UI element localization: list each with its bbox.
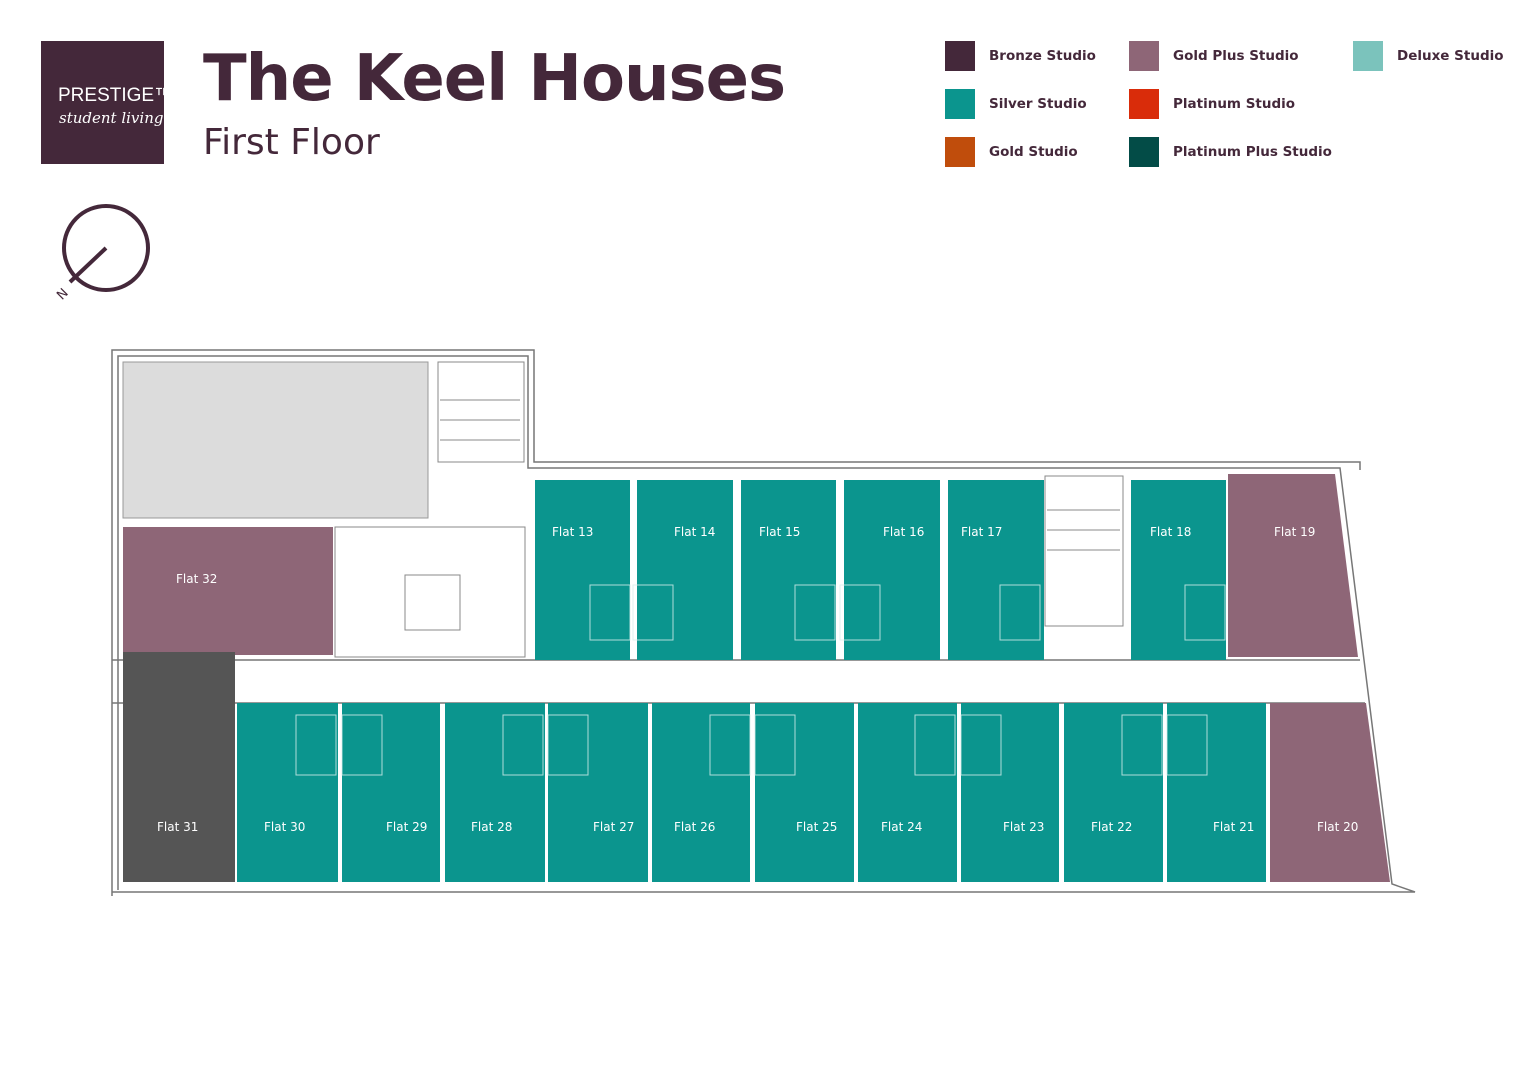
flat-30[interactable]: Flat 30	[237, 703, 338, 882]
legend-swatch	[1129, 89, 1159, 119]
logo-brand: PRESTIGE™	[58, 85, 174, 106]
flat-27[interactable]: Flat 27	[548, 703, 648, 882]
flat-13[interactable]: Flat 13	[535, 480, 630, 660]
legend-label: Gold Plus Studio	[1173, 48, 1299, 64]
flat-29[interactable]: Flat 29	[342, 703, 440, 882]
svg-text:Flat 32: Flat 32	[176, 572, 217, 586]
svg-text:N: N	[54, 286, 71, 303]
legend-bronze: Bronze Studio	[945, 41, 1096, 71]
svg-text:Flat 29: Flat 29	[386, 820, 427, 834]
flat-21[interactable]: Flat 21	[1167, 703, 1266, 882]
svg-text:Flat 27: Flat 27	[593, 820, 634, 834]
flat-16[interactable]: Flat 16	[844, 480, 940, 660]
legend-gold-plus: Gold Plus Studio	[1129, 41, 1299, 71]
legend-swatch	[945, 89, 975, 119]
flat-26[interactable]: Flat 26	[652, 703, 750, 882]
flat-14[interactable]: Flat 14	[637, 480, 733, 660]
floor-subtitle: First Floor	[203, 122, 380, 163]
legend-label: Silver Studio	[989, 96, 1087, 112]
stair-core	[334, 361, 1124, 658]
legend-swatch	[945, 41, 975, 71]
svg-text:Flat 14: Flat 14	[674, 525, 715, 539]
legend-label: Deluxe Studio	[1397, 48, 1504, 64]
svg-text:Flat 30: Flat 30	[264, 820, 305, 834]
prestige-logo: PRESTIGE™ student living	[41, 41, 173, 164]
svg-text:Flat 16: Flat 16	[883, 525, 924, 539]
flat-15[interactable]: Flat 15	[741, 480, 836, 660]
flat-28[interactable]: Flat 28	[445, 703, 545, 882]
svg-text:Flat 26: Flat 26	[674, 820, 715, 834]
page-title: The Keel Houses	[203, 42, 786, 116]
svg-text:Flat 22: Flat 22	[1091, 820, 1132, 834]
legend-swatch	[945, 137, 975, 167]
legend-label: Platinum Plus Studio	[1173, 144, 1332, 160]
logo-tagline: student living	[59, 109, 164, 127]
legend-label: Bronze Studio	[989, 48, 1096, 64]
flat-20[interactable]: Flat 20	[1270, 703, 1390, 882]
svg-text:Flat 13: Flat 13	[552, 525, 593, 539]
svg-text:Flat 24: Flat 24	[881, 820, 922, 834]
svg-text:Flat 28: Flat 28	[471, 820, 512, 834]
legend-swatch	[1129, 41, 1159, 71]
legend-deluxe: Deluxe Studio	[1353, 41, 1504, 71]
legend-swatch	[1353, 41, 1383, 71]
legend-label: Gold Studio	[989, 144, 1078, 160]
lift	[404, 574, 461, 631]
roof-terrace	[122, 361, 429, 519]
flat-17[interactable]: Flat 17	[948, 480, 1044, 660]
flat-18[interactable]: Flat 18	[1131, 480, 1226, 660]
flat-31[interactable]: Flat 31	[123, 652, 235, 882]
svg-text:Flat 31: Flat 31	[157, 820, 198, 834]
legend-gold: Gold Studio	[945, 137, 1078, 167]
flat-24[interactable]: Flat 24	[858, 703, 957, 882]
svg-text:Flat 25: Flat 25	[796, 820, 837, 834]
svg-text:Flat 19: Flat 19	[1274, 525, 1315, 539]
legend-swatch	[1129, 137, 1159, 167]
flat-25[interactable]: Flat 25	[755, 703, 854, 882]
legend-platinum: Platinum Studio	[1129, 89, 1295, 119]
flat-32[interactable]: Flat 32	[123, 527, 333, 655]
flat-22[interactable]: Flat 22	[1064, 703, 1163, 882]
legend-label: Platinum Studio	[1173, 96, 1296, 112]
legend-platinum-plus: Platinum Plus Studio	[1129, 137, 1332, 167]
svg-text:Flat 15: Flat 15	[759, 525, 800, 539]
flat-19[interactable]: Flat 19	[1228, 474, 1358, 657]
svg-text:Flat 23: Flat 23	[1003, 820, 1044, 834]
svg-text:Flat 17: Flat 17	[961, 525, 1002, 539]
svg-text:Flat 20: Flat 20	[1317, 820, 1358, 834]
legend-silver: Silver Studio	[945, 89, 1087, 119]
svg-text:Flat 18: Flat 18	[1150, 525, 1191, 539]
svg-text:Flat 21: Flat 21	[1213, 820, 1254, 834]
bathroom-pods	[295, 584, 1226, 776]
flat-23[interactable]: Flat 23	[961, 703, 1059, 882]
north-arrow-icon: N	[54, 204, 150, 303]
